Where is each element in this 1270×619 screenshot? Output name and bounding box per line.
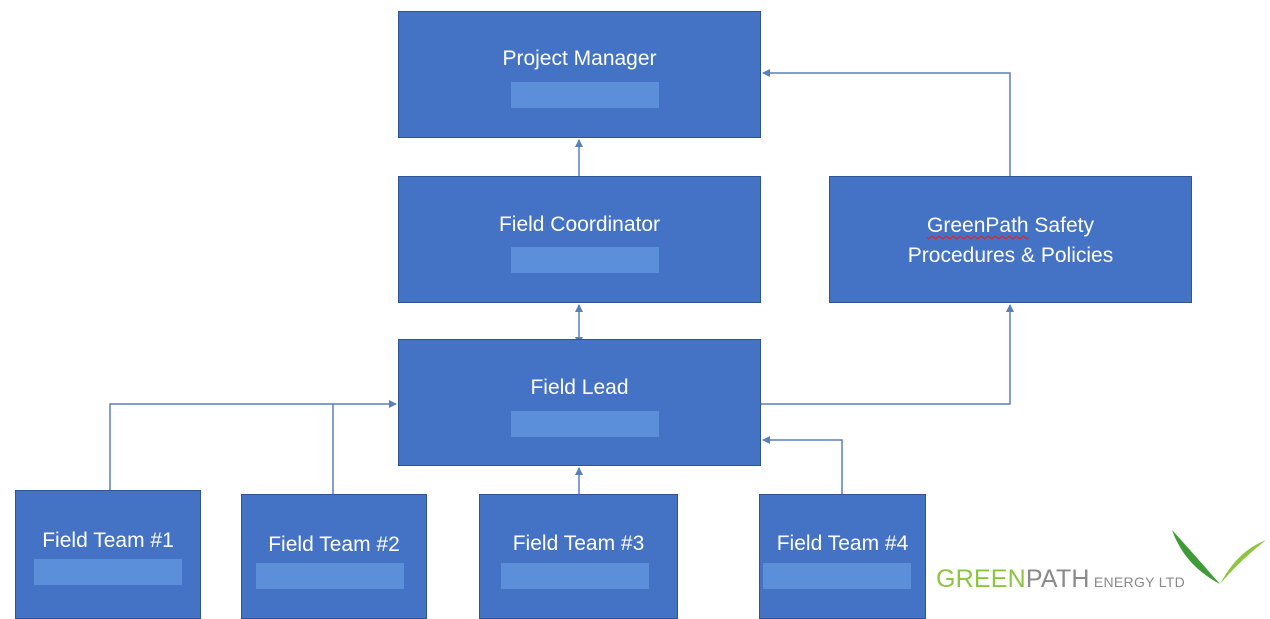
logo-wordmark: GREENPATH ENERGY LTD [936, 565, 1185, 594]
field-team-4-title: Field Team #4 [776, 532, 909, 555]
redacted-name [511, 411, 659, 437]
redacted-name [256, 563, 404, 589]
greenpath-word: GreenPath [927, 214, 1029, 237]
field-coordinator-title: Field Coordinator [498, 213, 661, 236]
field-team-3-title: Field Team #3 [512, 532, 645, 555]
safety-line-1: GreenPath Safety [830, 211, 1191, 241]
project-manager-box: Project Manager [398, 11, 761, 138]
logo-green-text: GREEN [936, 565, 1026, 593]
field-team-4-box: Field Team #4 [759, 494, 926, 619]
leaf-icon [1172, 530, 1266, 584]
project-manager-title: Project Manager [502, 47, 657, 70]
connector-team4-to-lead [762, 436, 843, 494]
logo-path-text: PATH [1025, 565, 1090, 593]
field-coordinator-box: Field Coordinator [398, 176, 761, 303]
field-team-1-box: Field Team #1 [15, 490, 201, 619]
field-team-1-title: Field Team #1 [42, 529, 174, 552]
greenpath-logo: GREENPATH ENERGY LTD [936, 520, 1266, 610]
field-team-3-box: Field Team #3 [479, 494, 678, 619]
safety-line-2: Procedures & Policies [907, 244, 1114, 267]
redacted-name [501, 563, 649, 589]
safety-word: Safety [1028, 214, 1094, 237]
field-lead-box: Field Lead [398, 339, 761, 466]
field-team-2-title: Field Team #2 [268, 533, 400, 556]
connector-team1-to-lead [109, 400, 397, 490]
redacted-name [34, 559, 182, 585]
safety-procedures-box: GreenPath Safety Procedures & Policies [829, 176, 1192, 303]
logo-tail-text: ENERGY LTD [1089, 574, 1186, 590]
connector-safety-to-manager [762, 69, 1011, 176]
redacted-name [511, 247, 659, 273]
field-lead-title: Field Lead [530, 376, 629, 399]
field-team-2-box: Field Team #2 [241, 494, 427, 619]
redacted-name [763, 563, 911, 589]
redacted-name [511, 82, 659, 108]
connector-lead-to-safety [761, 304, 1014, 405]
